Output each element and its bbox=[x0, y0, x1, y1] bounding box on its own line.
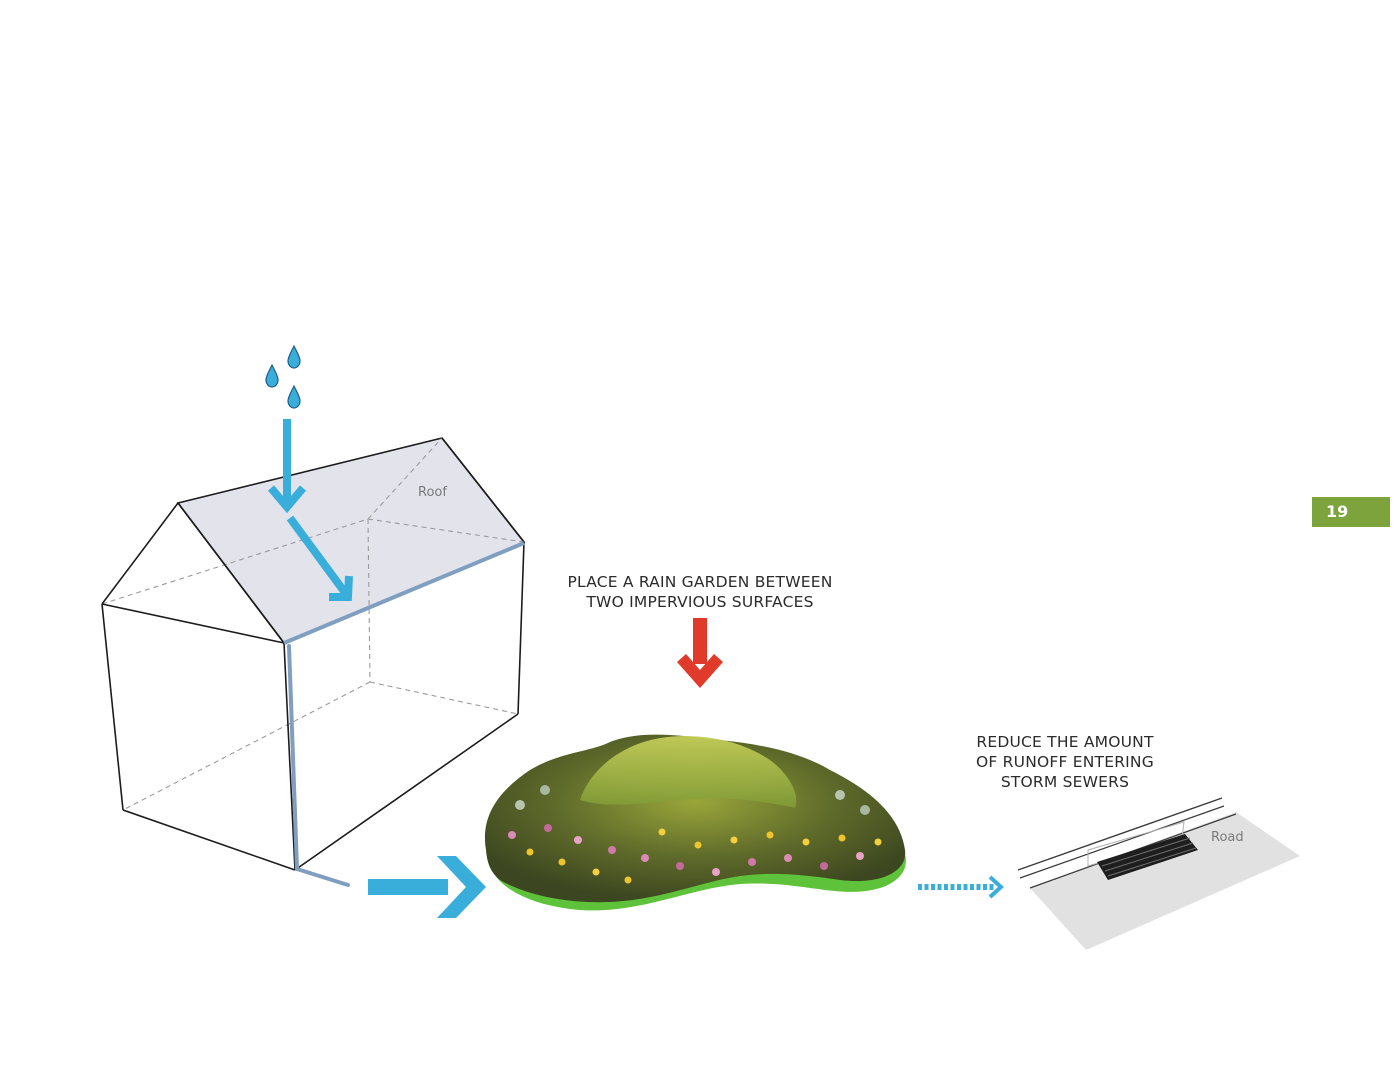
roof-front-plane bbox=[176, 437, 526, 644]
garden-foliage-mass bbox=[484, 734, 906, 903]
page-number-badge: 19 bbox=[1312, 497, 1390, 527]
downspout bbox=[287, 644, 350, 887]
runoff-caption: REDUCE THE AMOUNT OF RUNOFF ENTERING STO… bbox=[935, 732, 1195, 792]
caption-line: STORM SEWERS bbox=[1000, 773, 1130, 791]
red-down-arrow-icon bbox=[677, 618, 723, 688]
raindrop-icon bbox=[287, 344, 301, 369]
storm-drain-grate bbox=[1087, 821, 1198, 880]
caption-line: REDUCE THE AMOUNT bbox=[976, 733, 1154, 751]
curb-line-mid bbox=[1019, 805, 1225, 879]
raindrop-icons bbox=[265, 344, 301, 409]
curb-line-top bbox=[1017, 797, 1223, 871]
road-illustration bbox=[1017, 797, 1300, 950]
house-outline bbox=[101, 437, 525, 871]
garden-tall-grasses bbox=[580, 736, 797, 808]
to-garden-arrow-icon bbox=[368, 856, 486, 918]
raindrop-icon bbox=[287, 384, 301, 409]
rain-garden-caption: PLACE A RAIN GARDEN BETWEEN TWO IMPERVIO… bbox=[540, 572, 860, 612]
house-hidden-edges bbox=[101, 437, 525, 811]
roof-label: Roof bbox=[418, 485, 447, 500]
road-label: Road bbox=[1211, 830, 1244, 845]
raindrop-icon bbox=[265, 363, 279, 388]
garden-flowers bbox=[508, 785, 882, 884]
rain-garden-illustration bbox=[484, 734, 906, 911]
house-illustration bbox=[101, 437, 526, 887]
roof-runoff-arrow-icon bbox=[286, 515, 353, 601]
rain-down-arrow-icon bbox=[267, 419, 307, 514]
caption-line: TWO IMPERVIOUS SURFACES bbox=[586, 593, 814, 611]
caption-line: OF RUNOFF ENTERING bbox=[976, 753, 1154, 771]
gutter bbox=[283, 541, 525, 645]
road-surface bbox=[1030, 812, 1300, 950]
overflow-dotted-arrow-icon bbox=[918, 875, 1004, 899]
caption-line: PLACE A RAIN GARDEN BETWEEN bbox=[567, 573, 833, 591]
